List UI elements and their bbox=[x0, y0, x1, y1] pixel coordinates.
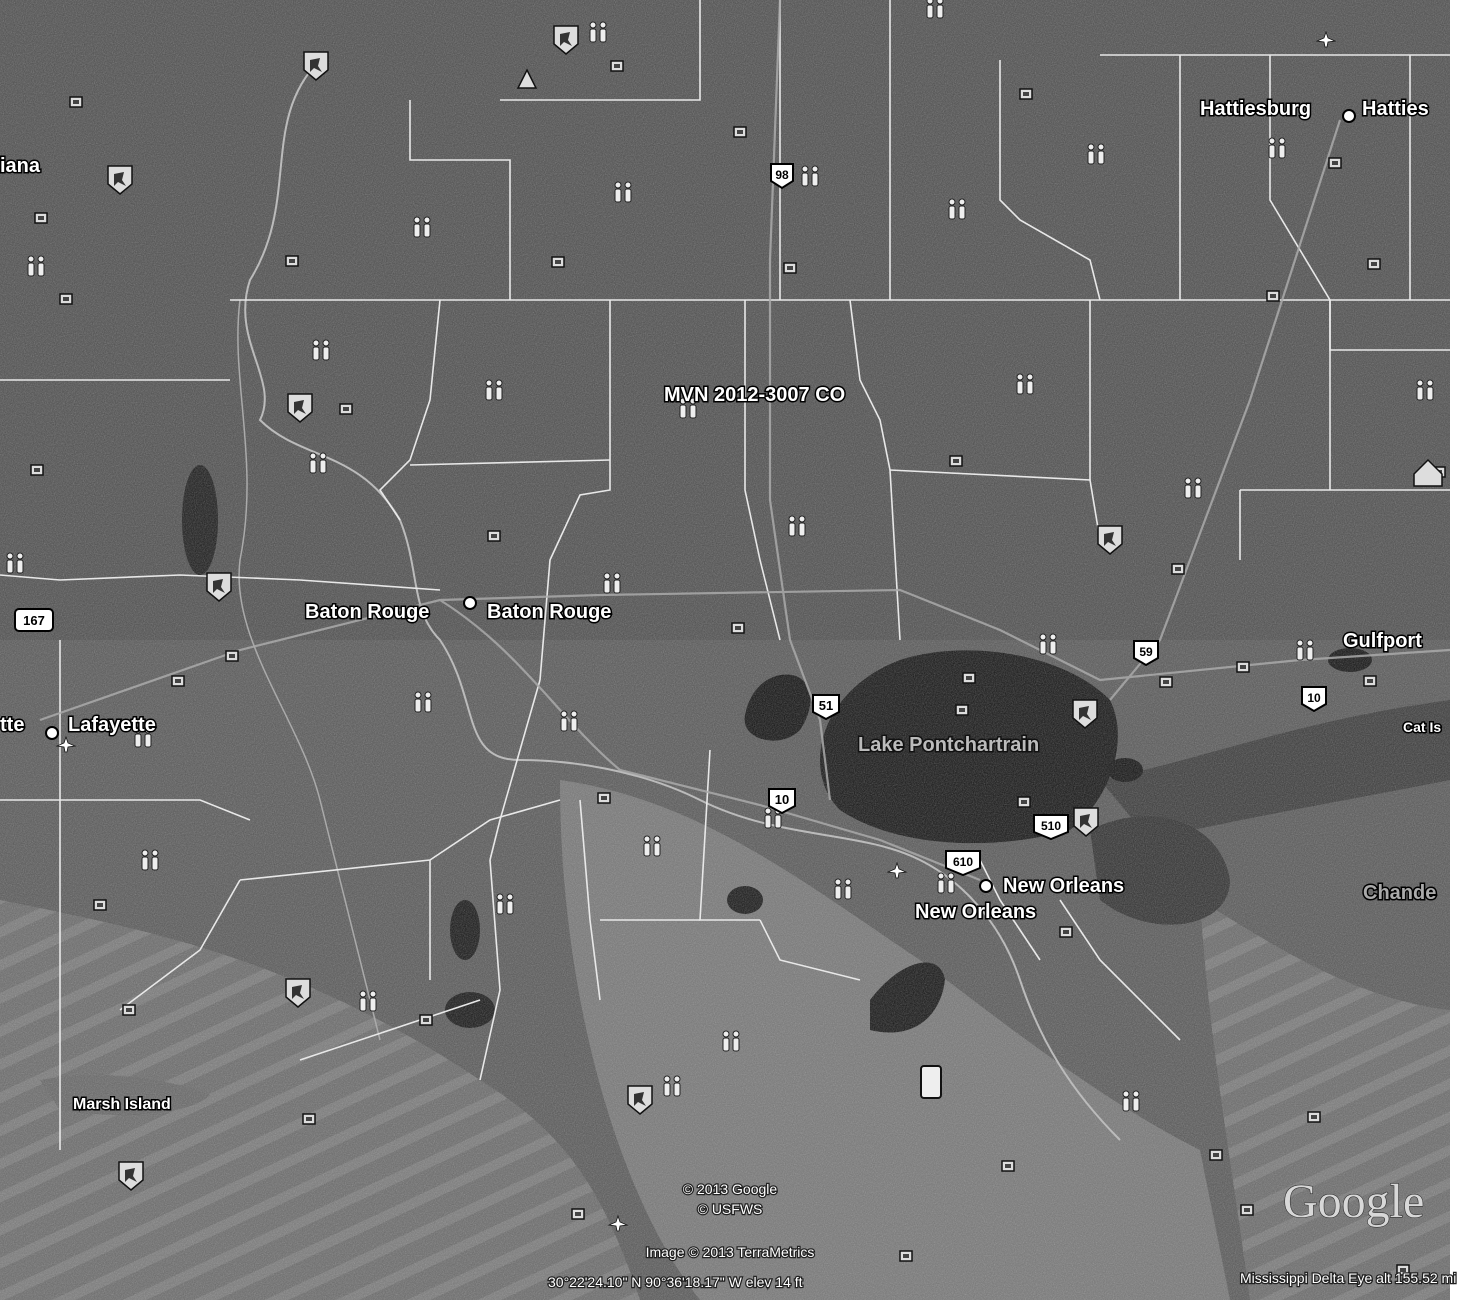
copyright-google: © 2013 Google bbox=[683, 1181, 778, 1197]
blank-marker-icon[interactable] bbox=[955, 704, 969, 716]
water-label-lake-pontchartrain: Lake Pontchartrain bbox=[858, 734, 1039, 756]
eye-altitude-readout: Mississippi Delta Eye alt 155.52 mi bbox=[1240, 1270, 1456, 1286]
blank-marker-icon[interactable] bbox=[1171, 563, 1185, 575]
blank-marker-icon[interactable] bbox=[1017, 796, 1031, 808]
place-label-baton-rouge-left: Baton Rouge bbox=[305, 601, 429, 623]
blank-marker-icon[interactable] bbox=[1307, 1111, 1321, 1123]
blank-marker-icon[interactable] bbox=[30, 464, 44, 476]
blank-marker-icon[interactable] bbox=[610, 60, 624, 72]
blank-marker-icon[interactable] bbox=[93, 899, 107, 911]
blank-marker-icon[interactable] bbox=[1001, 1160, 1015, 1172]
place-label-hattiesburg: Hattiesburg bbox=[1200, 98, 1311, 120]
place-label-iana: iana bbox=[0, 155, 41, 177]
place-label-lafayette: Lafayette bbox=[68, 714, 156, 736]
place-label-new-orleans-left: New Orleans bbox=[915, 901, 1036, 923]
copyright-terrametrics: Image © 2013 TerraMetrics bbox=[646, 1244, 815, 1260]
place-label-cat-is: Cat Is bbox=[1403, 719, 1441, 735]
blank-marker-icon[interactable] bbox=[1209, 1149, 1223, 1161]
blank-marker-icon[interactable] bbox=[1059, 926, 1073, 938]
blank-marker-icon[interactable] bbox=[571, 1208, 585, 1220]
highways bbox=[39, 0, 1451, 882]
shield-number: 59 bbox=[1139, 645, 1153, 659]
blank-marker-icon[interactable] bbox=[302, 1113, 316, 1125]
blank-marker-icon[interactable] bbox=[733, 126, 747, 138]
city-dot-icon[interactable] bbox=[979, 879, 993, 893]
blank-marker-icon[interactable] bbox=[69, 96, 83, 108]
place-label-tte: tte bbox=[0, 714, 24, 736]
highway-shield-610: 610 bbox=[945, 850, 981, 877]
highway-shield-10-east: 10 bbox=[1301, 686, 1327, 713]
blank-marker-icon[interactable] bbox=[285, 255, 299, 267]
blank-marker-icon[interactable] bbox=[171, 675, 185, 687]
blank-marker-icon[interactable] bbox=[949, 455, 963, 467]
blank-marker-icon[interactable] bbox=[1266, 290, 1280, 302]
shield-number: 51 bbox=[819, 698, 833, 713]
blank-marker-icon[interactable] bbox=[419, 1014, 433, 1026]
shield-number: 610 bbox=[953, 855, 973, 869]
place-label-chande: Chande bbox=[1363, 882, 1436, 904]
blank-marker-icon[interactable] bbox=[34, 212, 48, 224]
blank-marker-icon[interactable] bbox=[597, 792, 611, 804]
place-label-gulfport: Gulfport bbox=[1343, 630, 1422, 652]
place-label-marsh-island: Marsh Island bbox=[73, 1096, 171, 1113]
airport-icon[interactable] bbox=[607, 1214, 629, 1232]
blank-marker-icon[interactable] bbox=[1328, 157, 1342, 169]
blank-marker-icon[interactable] bbox=[1363, 675, 1377, 687]
mississippi-river bbox=[244, 59, 1121, 1141]
tree-icon[interactable] bbox=[516, 68, 538, 89]
airport-icon[interactable] bbox=[55, 735, 77, 753]
blank-marker-icon[interactable] bbox=[1240, 1204, 1254, 1216]
blank-marker-icon[interactable] bbox=[731, 622, 745, 634]
blank-marker-icon[interactable] bbox=[1236, 661, 1250, 673]
highway-shield-10: 10 bbox=[768, 788, 796, 815]
atchafalaya-river bbox=[237, 299, 381, 1041]
coordinates-readout: 30°22'24.10" N 90°36'18.17" W elev 14 ft bbox=[548, 1274, 803, 1290]
shield-number: 167 bbox=[23, 613, 45, 628]
placemark-label-mvn: MVN 2012-3007 CO bbox=[664, 384, 845, 406]
blank-marker-icon[interactable] bbox=[1367, 258, 1381, 270]
shield-number: 10 bbox=[1307, 691, 1321, 705]
city-dot-icon[interactable] bbox=[1342, 109, 1356, 123]
blank-marker-icon[interactable] bbox=[962, 672, 976, 684]
highway-shield-510: 510 bbox=[1033, 814, 1069, 841]
phone-marker-icon[interactable] bbox=[920, 1065, 942, 1099]
blank-marker-icon[interactable] bbox=[1159, 676, 1173, 688]
copyright-usfws: © USFWS bbox=[698, 1201, 763, 1217]
highway-shield-167: 167 bbox=[14, 608, 54, 632]
blank-marker-icon[interactable] bbox=[899, 1250, 913, 1262]
shield-number: 10 bbox=[775, 792, 789, 807]
highway-shield-59: 59 bbox=[1133, 640, 1159, 667]
highway-shield-98: 98 bbox=[770, 163, 794, 190]
city-dot-icon[interactable] bbox=[45, 726, 59, 740]
blank-marker-icon[interactable] bbox=[1019, 88, 1033, 100]
place-label-baton-rouge-right: Baton Rouge bbox=[487, 601, 611, 623]
city-dot-icon[interactable] bbox=[463, 596, 477, 610]
blank-marker-icon[interactable] bbox=[59, 293, 73, 305]
place-label-hatties: Hatties bbox=[1362, 98, 1429, 120]
shield-number: 510 bbox=[1041, 819, 1061, 833]
airport-icon[interactable] bbox=[886, 861, 908, 879]
blank-marker-icon[interactable] bbox=[487, 530, 501, 542]
school-icon[interactable] bbox=[1413, 458, 1443, 487]
airport-icon[interactable] bbox=[1315, 30, 1337, 48]
blank-marker-icon[interactable] bbox=[551, 256, 565, 268]
place-label-new-orleans-right: New Orleans bbox=[1003, 875, 1124, 897]
blank-marker-icon[interactable] bbox=[339, 403, 353, 415]
blank-marker-icon[interactable] bbox=[122, 1004, 136, 1016]
highway-shield-51: 51 bbox=[812, 694, 840, 721]
google-logo: Google bbox=[1283, 1175, 1424, 1228]
blank-marker-icon[interactable] bbox=[783, 262, 797, 274]
shield-number: 98 bbox=[775, 168, 789, 182]
blank-marker-icon[interactable] bbox=[225, 650, 239, 662]
